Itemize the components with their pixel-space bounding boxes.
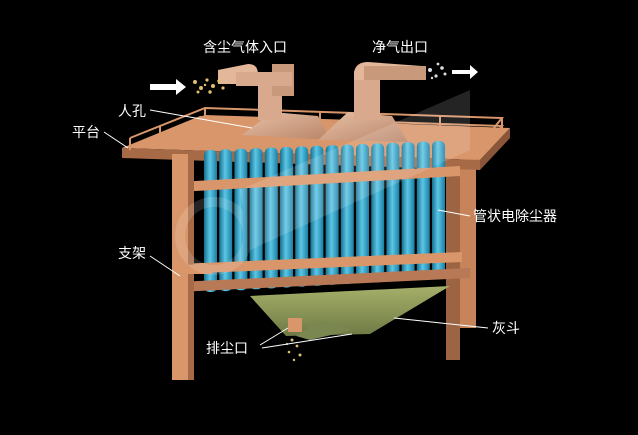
leader-lines (103, 109, 489, 349)
label-platform: 平台 (72, 125, 100, 141)
outlet-flow (428, 62, 478, 80)
labels: 含尘气体入口 净气出口 人孔 平台 管状电除尘器 支架 灰斗 排尘口 (72, 40, 557, 357)
watermark (175, 90, 470, 275)
label-manhole: 人孔 (118, 104, 146, 120)
label-dust-outlet: 排尘口 (206, 341, 248, 357)
label-hopper: 灰斗 (492, 321, 520, 337)
inlet-arrow-icon (150, 79, 186, 95)
support-frame-front (172, 154, 212, 380)
outlet-arrow-icon (452, 65, 478, 79)
inlet-hood (218, 64, 330, 140)
bundle-beams (178, 166, 470, 292)
label-precipitator: 管状电除尘器 (473, 209, 557, 225)
ash-hopper (250, 286, 450, 340)
inlet-flow (150, 78, 225, 95)
outlet-hood (318, 62, 426, 142)
label-support: 支架 (118, 246, 146, 262)
label-inlet: 含尘气体入口 (203, 40, 287, 56)
label-outlet: 净气出口 (372, 40, 428, 56)
